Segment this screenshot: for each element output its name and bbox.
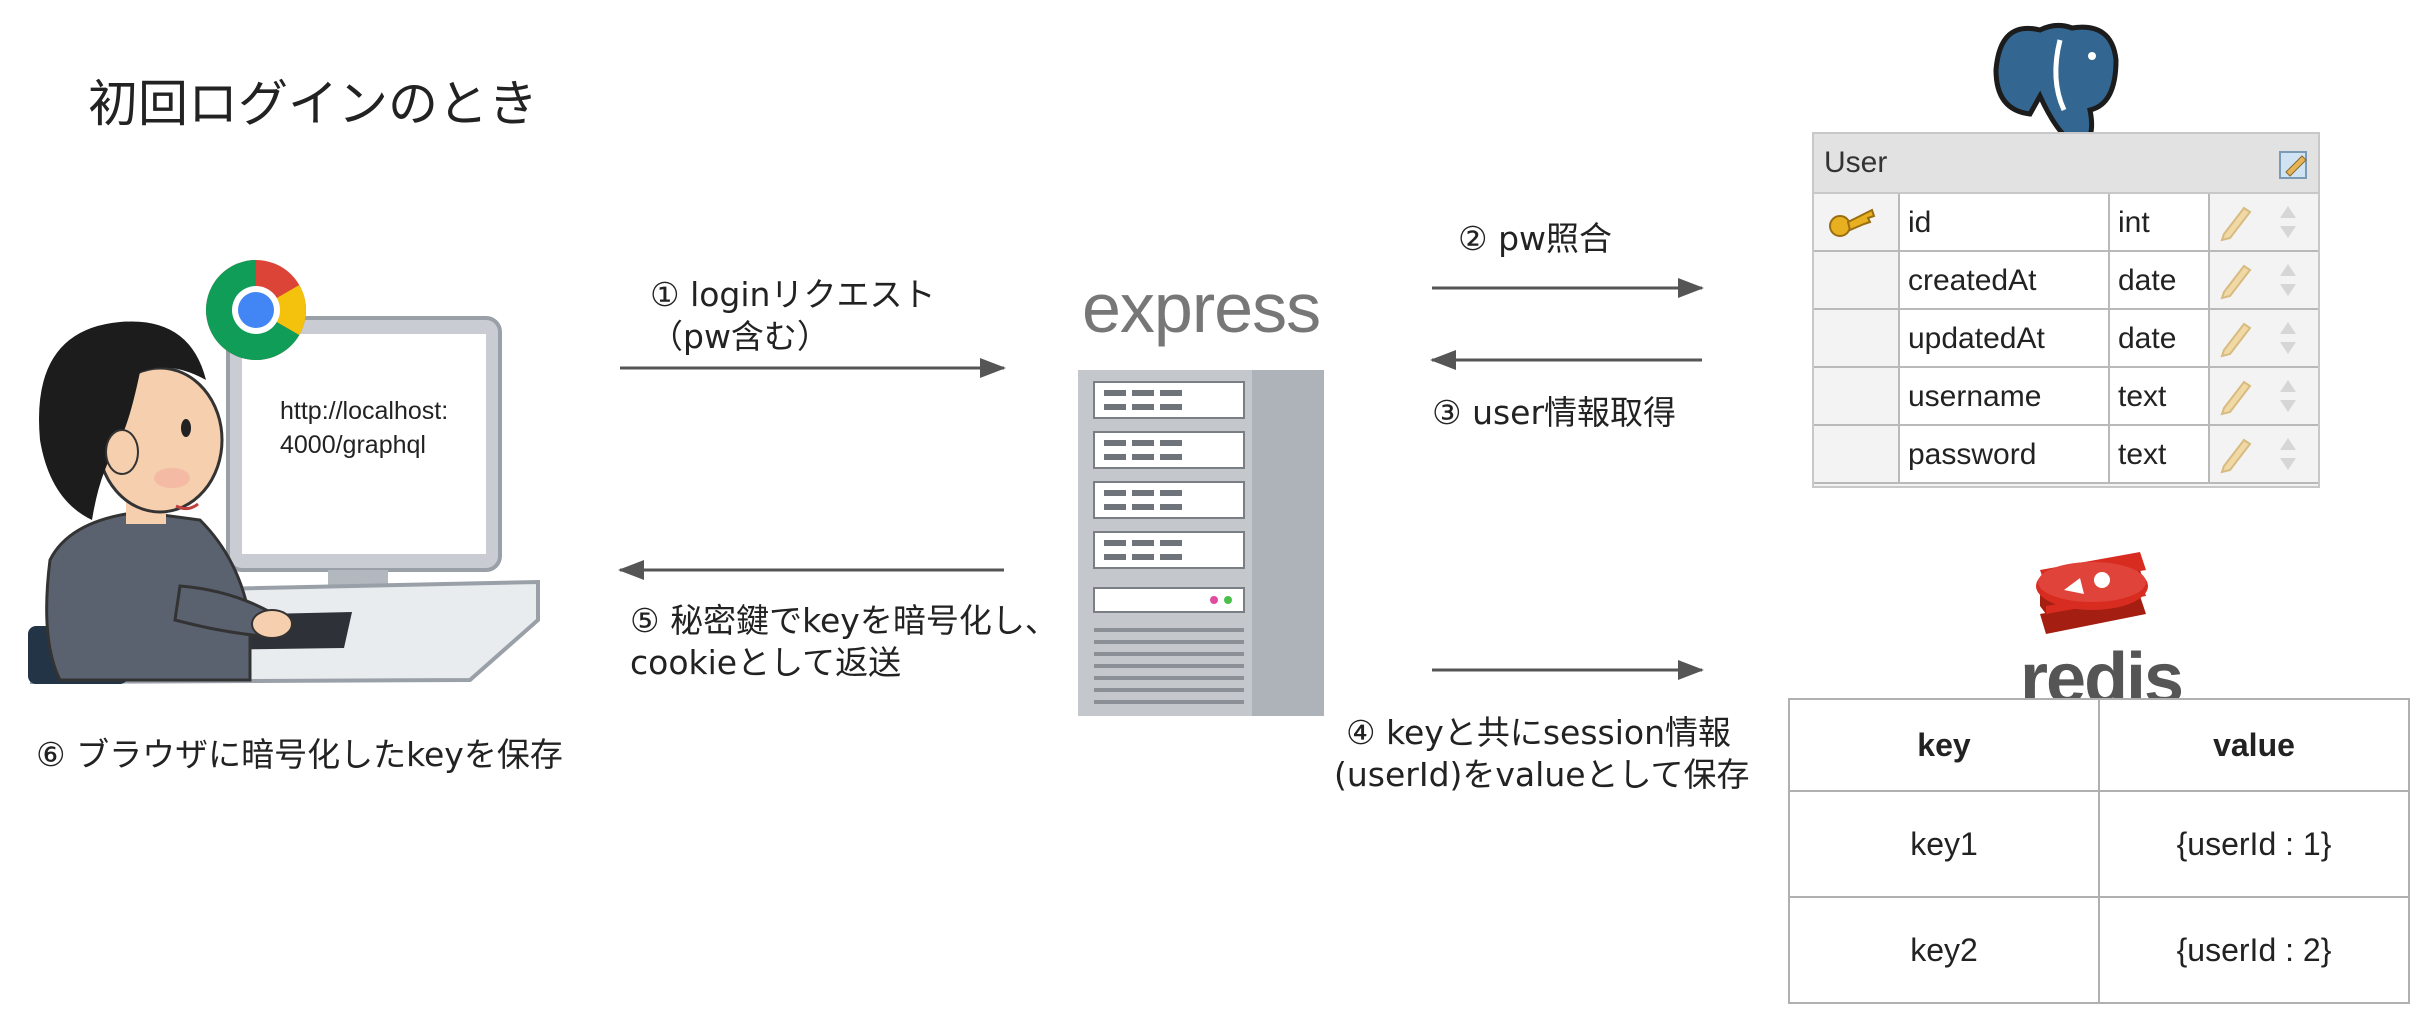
pencil-icon[interactable] (2220, 264, 2252, 300)
key-cell (1814, 194, 1900, 250)
reorder-arrows-icon[interactable] (2280, 264, 2296, 296)
row-actions (2220, 380, 2296, 416)
pencil-icon[interactable] (2220, 438, 2252, 474)
table-row[interactable]: createdAt date (1814, 252, 2318, 310)
step3-label: ③ user情報取得 (1432, 393, 1677, 432)
step2-label: ② pw照合 (1458, 219, 1613, 258)
express-label: express (1082, 269, 1321, 347)
server-tower-icon (1078, 370, 1324, 716)
table-row[interactable]: password text (1814, 426, 2318, 484)
reorder-arrows-icon[interactable] (2280, 380, 2296, 412)
row-actions (2220, 206, 2296, 242)
step5-line1: ⑤ 秘密鍵でkeyを暗号化し、 (630, 601, 1058, 640)
cell-value: {userId : 1} (2098, 790, 2410, 898)
chrome-icon (206, 260, 306, 360)
field-type-cell: int (2110, 194, 2210, 250)
field-name-cell: createdAt (1900, 252, 2110, 308)
edit-table-icon[interactable] (2278, 148, 2310, 180)
postgresql-elephant-icon (1986, 18, 2126, 150)
field-type: int (2118, 206, 2150, 239)
reorder-arrows-icon[interactable] (2280, 322, 2296, 354)
key-cell (1814, 368, 1900, 424)
table-row: key2 {userId : 2} (1788, 896, 2410, 1004)
field-type-cell: date (2110, 310, 2210, 366)
step1-line2: （pw含む） (650, 317, 830, 356)
step4-label: ④ keyと共にsession情報 (userId)をvalueとして保存 (1334, 712, 1750, 796)
browser-url-line2: 4000/graphql (280, 431, 426, 459)
table-header: User (1814, 134, 2318, 194)
redis-kv-table: key value key1 {userId : 1} key2 {userId… (1788, 698, 2410, 1004)
step4-line1: ④ keyと共にsession情報 (1346, 713, 1731, 752)
field-name-cell: id (1900, 194, 2110, 250)
reorder-arrows-icon[interactable] (2280, 206, 2296, 238)
browser-url: http://localhost: 4000/graphql (280, 394, 448, 462)
field-name: createdAt (1908, 264, 2037, 297)
pencil-icon[interactable] (2220, 206, 2252, 242)
table-row[interactable]: updatedAt date (1814, 310, 2318, 368)
field-type-cell: text (2110, 368, 2210, 424)
row-actions (2220, 438, 2296, 474)
key-cell (1814, 310, 1900, 366)
table-row[interactable]: username text (1814, 368, 2318, 426)
row-actions-cell (2210, 252, 2318, 308)
person-at-computer-icon (28, 316, 540, 685)
cell-key: key2 (1788, 896, 2100, 1004)
page-title: 初回ログインのとき (88, 75, 538, 133)
row-actions (2220, 264, 2296, 300)
field-type: date (2118, 264, 2177, 297)
field-type: text (2118, 380, 2167, 413)
field-name-cell: updatedAt (1900, 310, 2110, 366)
field-name: password (1908, 438, 2037, 471)
row-actions-cell (2210, 310, 2318, 366)
field-name: updatedAt (1908, 322, 2045, 355)
browser-url-line1: http://localhost: (280, 397, 449, 425)
step1-label: ① loginリクエスト （pw含む） (650, 274, 935, 358)
table-header-row: key value (1788, 698, 2410, 792)
pencil-icon[interactable] (2220, 380, 2252, 416)
step6-label: ⑥ ブラウザに暗号化したkeyを保存 (36, 735, 563, 774)
column-header-key: key (1788, 698, 2100, 792)
field-type-cell: text (2110, 426, 2210, 482)
step5-line2: cookieとして返送 (630, 643, 902, 682)
key-cell (1814, 252, 1900, 308)
row-actions-cell (2210, 426, 2318, 482)
row-actions-cell (2210, 368, 2318, 424)
table-row: key1 {userId : 1} (1788, 790, 2410, 898)
reorder-arrows-icon[interactable] (2280, 438, 2296, 470)
pencil-icon[interactable] (2220, 322, 2252, 358)
field-type-cell: date (2110, 252, 2210, 308)
field-type: date (2118, 322, 2177, 355)
field-name-cell: password (1900, 426, 2110, 482)
field-name-cell: username (1900, 368, 2110, 424)
redis-icon (2036, 552, 2148, 634)
field-name: username (1908, 380, 2042, 413)
table-row[interactable]: id int (1814, 194, 2318, 252)
key-icon (1829, 208, 1876, 237)
cell-key: key1 (1788, 790, 2100, 898)
column-header-value: value (2098, 698, 2410, 792)
row-actions-cell (2210, 194, 2318, 250)
key-cell (1814, 426, 1900, 482)
postgres-user-table: User id int createdAt date updatedAt date user… (1812, 132, 2320, 488)
step5-label: ⑤ 秘密鍵でkeyを暗号化し、 cookieとして返送 (630, 600, 1058, 684)
cell-value: {userId : 2} (2098, 896, 2410, 1004)
field-type: text (2118, 438, 2167, 471)
field-name: id (1908, 206, 1932, 239)
row-actions (2220, 322, 2296, 358)
step1-line1: ① loginリクエスト (650, 275, 936, 314)
step4-line2: (userId)をvalueとして保存 (1334, 755, 1750, 794)
table-name: User (1824, 146, 1888, 179)
